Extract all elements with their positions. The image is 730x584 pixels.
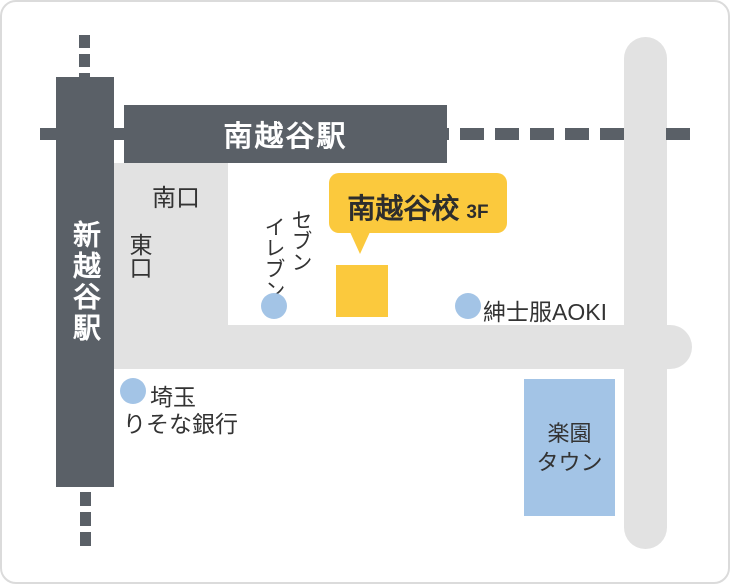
seven-eleven-label-line2: イレブン xyxy=(262,216,285,300)
station-shin-koshigaya: 新越谷駅 xyxy=(56,77,114,487)
school-callout-pointer-icon xyxy=(350,232,370,254)
resona-bank-label-line2: りそな銀行 xyxy=(123,411,238,437)
railway-line-vertical-bottom xyxy=(80,492,91,550)
main-road-horizontal xyxy=(114,325,692,369)
school-name: 南越谷校 xyxy=(347,193,460,224)
aoki-marker-dot xyxy=(455,293,481,319)
railway-line-horizontal-end-dash xyxy=(666,128,690,140)
rakuen-town-building: 楽園 タウン xyxy=(524,379,615,516)
resona-bank-marker-dot xyxy=(120,378,146,404)
station-minami-koshigaya-label: 南越谷駅 xyxy=(223,121,348,153)
station-minami-koshigaya: 南越谷駅 xyxy=(124,105,447,163)
railway-line-vertical-top xyxy=(79,35,90,79)
road-vertical-right xyxy=(624,37,667,549)
resona-bank-label-line1: 埼玉 xyxy=(150,384,196,410)
seven-eleven-marker-dot xyxy=(261,293,287,319)
south-exit-label: 南口 xyxy=(152,185,200,212)
seven-eleven-label-line1: セブン xyxy=(289,209,312,272)
east-exit-label: 東口 xyxy=(126,233,152,279)
rakuen-town-label-line1: 楽園 xyxy=(547,420,592,446)
school-building-marker xyxy=(336,265,388,317)
seven-eleven-label: セブン イレブン xyxy=(260,209,314,305)
rakuen-town-label-line2: タウン xyxy=(536,449,603,475)
school-callout: 南越谷校 3F xyxy=(329,173,507,233)
aoki-label: 紳士服AOKI xyxy=(483,299,607,325)
school-floor: 3F xyxy=(466,202,489,223)
station-shin-koshigaya-label: 新越谷駅 xyxy=(70,220,101,344)
